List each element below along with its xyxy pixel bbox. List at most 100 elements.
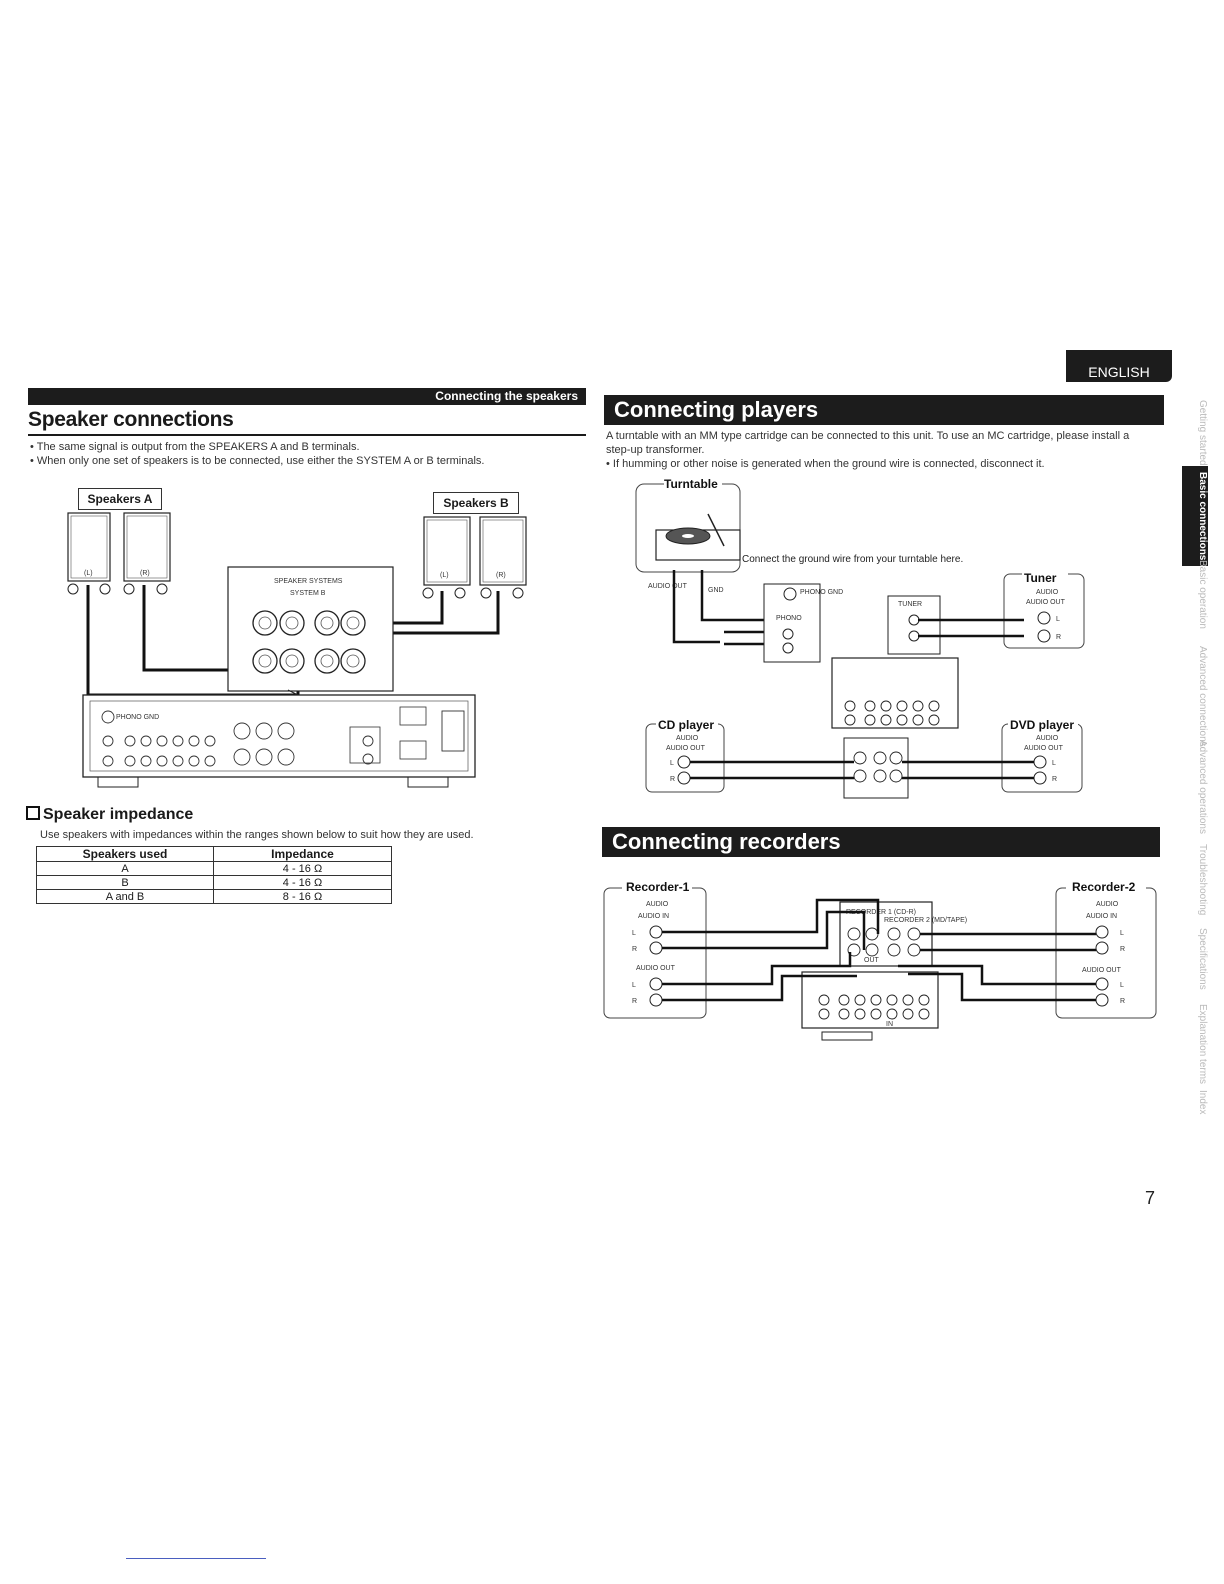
r-label: R: [1056, 634, 1061, 641]
r-label: R: [1052, 776, 1057, 783]
side-nav-explanation-terms[interactable]: Explanation terms: [1197, 1004, 1208, 1085]
r-label: R: [632, 946, 637, 953]
speaker-bullets: The same signal is output from the SPEAK…: [30, 440, 590, 468]
side-nav-advanced-connections[interactable]: Advanced connections: [1197, 646, 1208, 747]
section-header-label: Connecting the speakers: [435, 389, 578, 403]
table-header: Impedance: [213, 846, 392, 862]
checkbox-icon: [26, 806, 40, 820]
tuner-jack-label: TUNER: [898, 601, 922, 608]
recorder1-label: Recorder-1: [626, 880, 690, 894]
channel-label: (R): [140, 570, 150, 577]
gnd-label: GND: [708, 587, 724, 594]
table-cell: 4 - 16 Ω: [213, 861, 392, 876]
side-nav-getting-started[interactable]: Getting started: [1197, 400, 1208, 466]
l-label: L: [1120, 982, 1124, 989]
table-header: Speakers used: [36, 846, 214, 862]
side-navigation: Getting started Basic connections Basic …: [1182, 400, 1212, 1120]
speakers-a-label: Speakers A: [78, 488, 162, 510]
audio-label: AUDIO: [1036, 589, 1059, 596]
l-label: L: [1120, 930, 1124, 937]
speaker-b-left: (L): [423, 516, 471, 586]
bullet-item: If humming or other noise is generated w…: [606, 457, 1154, 471]
table-cell: A and B: [36, 889, 214, 904]
audio-in-label: AUDIO IN: [1086, 913, 1117, 920]
in-label: IN: [886, 1021, 893, 1028]
side-nav-advanced-operations[interactable]: Advanced operations: [1197, 740, 1208, 834]
speaker-a-right: (R): [123, 512, 171, 582]
r-label: R: [670, 776, 675, 783]
footer-line: [126, 1558, 266, 1559]
page-number: 7: [1145, 1188, 1156, 1208]
speaker-connections-title: Speaker connections: [28, 408, 234, 431]
system-b-label: SYSTEM B: [290, 590, 326, 597]
table-row: A and B 8 - 16 Ω: [36, 889, 392, 904]
impedance-intro: Use speakers with impedances within the …: [40, 829, 474, 841]
side-nav-basic-operation[interactable]: Basic operation: [1197, 560, 1208, 629]
panel-title: SPEAKER SYSTEMS: [274, 578, 343, 585]
channel-label: (L): [440, 572, 449, 579]
audio-in-label: AUDIO IN: [638, 913, 669, 920]
audio-out-label: AUDIO OUT: [666, 745, 706, 752]
phono-gnd-label: PHONO GND: [116, 714, 159, 721]
audio-out-label: AUDIO OUT: [648, 583, 688, 590]
channel-label: (L): [84, 570, 93, 577]
connecting-players-title: Connecting players: [604, 395, 1164, 425]
rec1-jack-label: RECORDER 1 (CD-R): [846, 909, 916, 916]
bullet-item: The same signal is output from the SPEAK…: [30, 440, 590, 454]
l-label: L: [632, 930, 636, 937]
rec2-jack-label: RECORDER 2 (MD/TAPE): [884, 917, 967, 924]
speakers-b-label: Speakers B: [433, 492, 519, 514]
table-cell: A: [36, 861, 214, 876]
players-connection-diagram: Turntable Connect the ground wire from y…: [635, 476, 1085, 799]
audio-out-label: AUDIO OUT: [1024, 745, 1064, 752]
audio-label: AUDIO: [646, 901, 669, 908]
table-cell: B: [36, 875, 214, 890]
out-label: OUT: [864, 957, 880, 964]
audio-label: AUDIO: [676, 735, 699, 742]
l-label: L: [632, 982, 636, 989]
audio-label: AUDIO: [1096, 901, 1119, 908]
turntable-label: Turntable: [664, 477, 718, 491]
impedance-title: Speaker impedance: [43, 806, 194, 823]
table-cell: 8 - 16 Ω: [213, 889, 392, 904]
table-header-row: Speakers used Impedance: [36, 846, 392, 862]
side-nav-specifications[interactable]: Specifications: [1197, 928, 1208, 990]
speaker-impedance-heading: Speaker impedance: [26, 806, 193, 824]
side-nav-basic-connections[interactable]: Basic connections: [1182, 466, 1208, 567]
tuner-label: Tuner: [1024, 571, 1057, 585]
l-label: L: [1056, 616, 1060, 623]
cd-player-label: CD player: [658, 718, 714, 732]
table-row: B 4 - 16 Ω: [36, 875, 392, 890]
recorders-connection-diagram: Recorder-1 AUDIO AUDIO IN L R AUDIO OUT …: [603, 880, 1157, 1041]
phono-jack: PHONO: [776, 615, 802, 622]
phono-gnd-jack: PHONO GND: [800, 589, 843, 596]
audio-out-label: AUDIO OUT: [1026, 599, 1066, 606]
dvd-player-label: DVD player: [1010, 718, 1074, 732]
table-cell: 4 - 16 Ω: [213, 875, 392, 890]
connecting-recorders-title: Connecting recorders: [602, 827, 1160, 857]
impedance-table: Speakers used Impedance A 4 - 16 Ω B 4 -…: [36, 846, 392, 904]
ground-note: Connect the ground wire from your turnta…: [742, 554, 963, 565]
audio-out-label: AUDIO OUT: [1082, 967, 1122, 974]
language-tab: ENGLISH: [1066, 350, 1172, 382]
recorder2-label: Recorder-2: [1072, 880, 1136, 894]
audio-label: AUDIO: [1036, 735, 1059, 742]
side-nav-index[interactable]: Index: [1197, 1090, 1208, 1115]
players-intro: A turntable with an MM type cartridge ca…: [606, 429, 1154, 471]
speaker-b-right: (R): [479, 516, 527, 586]
r-label: R: [1120, 998, 1125, 1005]
speaker-a-left: (L): [67, 512, 111, 582]
side-nav-troubleshooting[interactable]: Troubleshooting: [1197, 844, 1208, 916]
title-rule: [28, 434, 586, 436]
r-label: R: [632, 998, 637, 1005]
section-header-bar: Connecting the speakers: [28, 388, 586, 405]
bullet-item: When only one set of speakers is to be c…: [30, 454, 590, 468]
l-label: L: [670, 760, 674, 767]
l-label: L: [1052, 760, 1056, 767]
speaker-connection-diagram: (L) (R) (L) (R) SPEAKER SYSTEMS SYSTEM B: [67, 512, 527, 788]
players-intro-text: A turntable with an MM type cartridge ca…: [606, 430, 1130, 456]
channel-label: (R): [496, 572, 506, 579]
table-row: A 4 - 16 Ω: [36, 861, 392, 876]
r-label: R: [1120, 946, 1125, 953]
audio-out-label: AUDIO OUT: [636, 965, 676, 972]
